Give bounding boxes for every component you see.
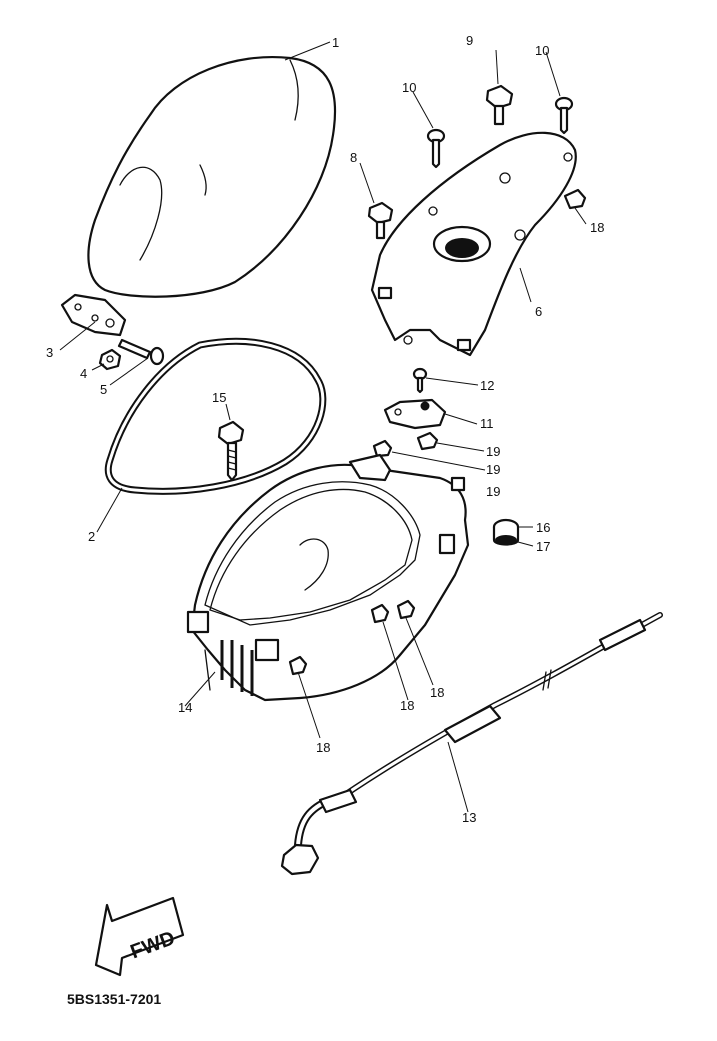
nut-part [98, 348, 122, 371]
callout-8: 8 [350, 150, 357, 165]
screw-10-right-part [554, 96, 574, 135]
callout-15: 15 [212, 390, 226, 405]
drawing-code: 5BS1351-7201 [67, 991, 161, 1007]
callout-3: 3 [46, 345, 53, 360]
pin-bolt-part [117, 338, 165, 366]
callout-19-c: 19 [486, 484, 500, 499]
callout-18-right: 18 [590, 220, 604, 235]
seal-gasket-part [104, 337, 327, 495]
callout-1: 1 [332, 35, 339, 50]
screw-12-part [412, 367, 428, 394]
bolt-15-part [217, 420, 245, 482]
callout-18-box-right: 18 [430, 685, 444, 700]
bolt-9-part [485, 84, 514, 126]
latch-bracket-part [383, 398, 447, 430]
leader-lines [59, 41, 587, 813]
callout-19-b: 19 [486, 462, 500, 477]
nut-19-b-part [372, 439, 393, 458]
fwd-arrow-icon: FWD [94, 896, 185, 977]
callout-6: 6 [535, 304, 542, 319]
callout-10-left: 10 [402, 80, 416, 95]
callout-16: 16 [536, 520, 550, 535]
nut-19-a-part [416, 431, 439, 451]
callout-labels: 1 9 10 10 8 18 6 3 4 5 12 15 11 19 19 19… [46, 33, 604, 825]
grommet-part [492, 518, 520, 546]
callout-11: 11 [480, 416, 494, 431]
callout-9: 9 [466, 33, 473, 48]
hinge-bracket-part [60, 293, 127, 337]
cover-plate-part [370, 131, 577, 357]
bolt-8-part [367, 201, 394, 240]
callout-2: 2 [88, 529, 95, 544]
storage-box-part [186, 453, 470, 702]
callout-18-box-left: 18 [316, 740, 330, 755]
seat-part [87, 56, 337, 298]
opener-cable-part [280, 612, 663, 876]
callout-18-box-middle: 18 [400, 698, 414, 713]
callout-5: 5 [100, 382, 107, 397]
screw-10-left-part [426, 128, 446, 169]
nut-18-right-part [563, 188, 587, 210]
callout-14: 14 [178, 700, 192, 715]
callout-12: 12 [480, 378, 494, 393]
callout-10-right: 10 [535, 43, 549, 58]
callout-4: 4 [80, 366, 87, 381]
callout-19-a: 19 [486, 444, 500, 459]
callout-17: 17 [536, 539, 550, 554]
callout-13: 13 [462, 810, 476, 825]
